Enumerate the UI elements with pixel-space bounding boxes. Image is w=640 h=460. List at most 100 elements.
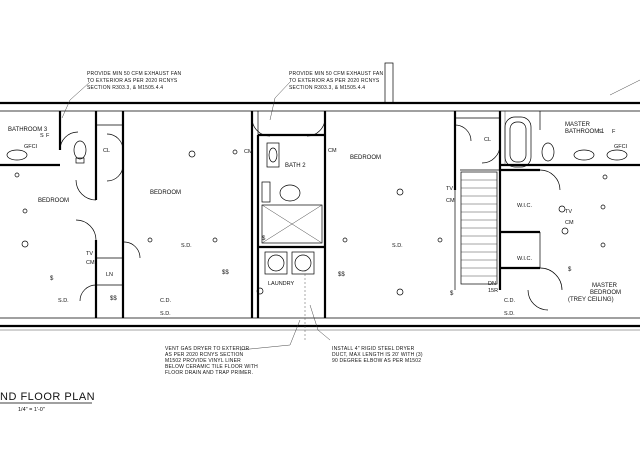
room-label-bathroom3: BATHROOM 3 [8,127,48,133]
smoke-detector-label: S.D. [181,243,192,249]
doors [59,117,563,311]
toilet-icon [541,142,555,162]
switch-icon: $ [450,291,454,297]
outlet-icon [600,242,606,248]
note-fan1-line2: TO EXTERIOR AS PER 2020 RCNYS [87,78,178,84]
room-label-bedroom-right: BEDROOM [350,155,381,161]
notes: PROVIDE MIN 50 CFM EXHAUST FAN TO EXTERI… [87,71,423,376]
thermostat-icon [256,287,264,295]
smoke-mark: S [40,133,44,139]
tv-outlet-icon: TV [565,209,572,215]
smoke-detector-label: S.D. [160,311,171,317]
room-label-trey-ceiling: (TREY CEILING) [568,297,614,303]
room-label-cl-left: CL [103,148,110,154]
stair-risers-label: 15R [488,288,498,294]
tv-outlet-icon: TV [86,251,93,257]
stair-dn-label: DN [488,281,496,287]
room-label-master-bath-1: MASTER [565,122,591,128]
sink-icon [6,149,28,161]
note-dryer-duct-line3: 90 DEGREE ELBOW AS PER M1502 [332,358,421,364]
plan-scale: 1/4" = 1'-0" [18,407,45,413]
outlet-icon [14,172,20,178]
room-label-cl-right: CL [484,137,491,143]
cm-outlet-icon: CM [328,148,337,154]
tv-outlet-icon: TV [446,186,453,192]
note-dryer-vent-line3: M1502 PROVIDE VINYL LINER [165,358,241,364]
washer-icon [264,251,288,275]
room-labels: BATHROOM 3 S F BEDROOM BEDROOM BATH 2 BE… [8,122,621,303]
room-label-bath2: BATH 2 [285,163,306,169]
note-dryer-vent-line2: AS PER 2020 RCNYS SECTION [165,352,244,358]
fan-mark: F [46,133,50,139]
chimney-box [384,62,394,104]
note-dryer-duct-line2: DUCT, MAX LENGTH IS 20' WITH (3) [332,352,423,358]
smoke-detector-label: S.D. [504,311,515,317]
note-fan2-line2: TO EXTERIOR AS PER 2020 RCNYS [289,78,380,84]
room-label-bedroom-center: BEDROOM [150,190,181,196]
note-dryer-vent-line5: FLOOR DRAIN AND TRAP PRIMER. [165,370,253,376]
interior-walls [0,111,640,318]
smoke-detector-label: S.D. [58,298,69,304]
switch-icon: $$ [338,272,345,278]
cm-outlet-icon: CM [446,198,455,204]
note-fan1-line1: PROVIDE MIN 50 CFM EXHAUST FAN [87,71,181,77]
fan-mark: F [612,129,616,135]
note-fan2-line1: PROVIDE MIN 50 CFM EXHAUST FAN [289,71,383,77]
note-dryer-vent-line1: VENT GAS DRYER TO EXTERIOR [165,346,249,352]
toilet-icon [73,140,87,160]
room-label-bedroom-left: BEDROOM [38,198,69,204]
outlet-icon [600,204,606,210]
cm-outlet-icon: CM [565,220,574,226]
smoke-detector-icon [188,150,196,158]
switch-icon: $ [568,267,572,273]
outlet-icon [342,237,348,243]
outlet-icon [232,149,238,155]
room-label-master-bedroom-2: BEDROOM [590,290,621,296]
leader-lines [61,79,640,351]
bathtub-icon [504,116,532,168]
sink-icon [573,149,595,161]
outlet-icon [212,237,218,243]
toilet-icon [279,184,301,202]
smoke-mark: S [598,129,602,135]
smoke-detector-label: S.D. [392,243,403,249]
switch-icon: $ [262,236,266,242]
outlet-icon [437,237,443,243]
outlet-icon [602,174,608,180]
smoke-detector-icon [396,188,404,196]
gfci-outlet-icon: GFCI [24,144,38,150]
note-fan2-line3: SECTION R303.3, & M1505.4.4 [289,85,365,91]
plan-title: ND FLOOR PLAN [0,391,95,403]
room-label-ln: LN [106,272,113,278]
sink-icon [606,149,628,161]
cm-outlet-icon: CM [244,149,253,155]
room-label-master-bath-2: BATHROOM 1 [565,129,605,135]
exterior-walls [0,101,640,331]
gfci-outlet-icon: GFCI [614,144,628,150]
electrical-symbols: S.D. S.D. S.D. S.D. S.D. C.D. C.D. $$ $$… [14,144,628,317]
smoke-detector-icon [558,205,566,213]
switch-icon: $$ [110,296,117,302]
switch-icon: $ [50,276,54,282]
thermostat-icon [396,288,404,296]
room-label-laundry: LAUNDRY [268,281,295,287]
cm-outlet-icon: CM [86,260,95,266]
dryer-icon [291,251,315,275]
outlet-icon [22,208,28,214]
thermostat-icon [561,227,569,235]
staircase [460,171,498,285]
co-detector-label: C.D. [504,298,515,304]
vanity-sink-icon [266,142,280,168]
note-fan1-line3: SECTION R303.3, & M1505.4.4 [87,85,163,91]
room-label-wic-1: W.I.C. [517,203,532,209]
room-label-master-bedroom-1: MASTER [592,283,618,289]
room-label-wic-2: W.I.C. [517,256,532,262]
note-dryer-duct-line1: INSTALL 4" RIGID STEEL DRYER [332,346,415,352]
outlet-icon [147,237,153,243]
note-dryer-vent-line4: BELOW CERAMIC TILE FLOOR WITH [165,364,258,370]
smoke-detector-icon [21,240,29,248]
switch-icon: $$ [222,270,229,276]
fixtures [6,116,628,275]
